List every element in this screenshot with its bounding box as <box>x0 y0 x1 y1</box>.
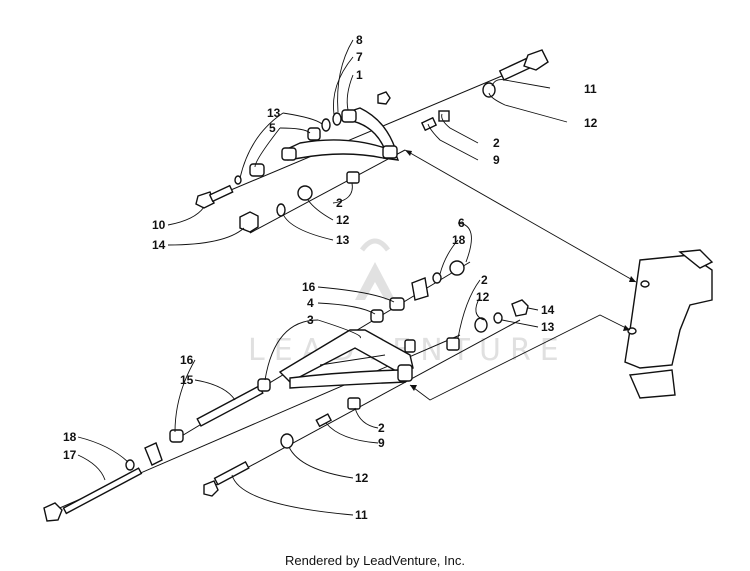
lower-a-arm <box>278 329 416 389</box>
washer-7 <box>332 112 342 126</box>
callout-3: 3 <box>307 313 314 327</box>
washer-18-upper <box>432 272 442 284</box>
washer-13-mid <box>276 203 286 217</box>
plate-lower <box>144 442 163 466</box>
callout-14-lower: 14 <box>541 303 555 317</box>
callout-1: 1 <box>356 68 363 82</box>
callout-12-mid: 12 <box>336 213 350 227</box>
shaft-15 <box>196 385 264 427</box>
bushing-16-upper <box>389 297 405 311</box>
washer-13-upper <box>321 118 331 132</box>
callout-labels: 8 7 1 11 12 13 5 2 9 10 2 12 14 13 6 18 … <box>63 33 598 522</box>
callout-2-upper-b: 2 <box>336 196 343 210</box>
callout-2-upper-a: 2 <box>493 136 500 150</box>
callout-18-lower: 18 <box>63 430 77 444</box>
footer-credit: Rendered by LeadVenture, Inc. <box>285 553 465 568</box>
callout-10: 10 <box>152 218 166 232</box>
washer-12-mid <box>297 185 313 201</box>
washer-12-lower-a <box>474 317 488 333</box>
callout-17: 17 <box>63 448 77 462</box>
callout-12-lower-b: 12 <box>355 471 369 485</box>
callout-2-lower-a: 2 <box>481 273 488 287</box>
frame-bracket <box>624 249 714 399</box>
washer-18-lower <box>125 459 135 471</box>
callout-4: 4 <box>307 296 314 310</box>
assembly-arrows <box>404 149 637 401</box>
nut-8 <box>377 91 391 105</box>
bushing-9-upper <box>420 116 438 132</box>
bushing-2-upper-b <box>346 171 360 184</box>
bushing-16-lower <box>257 378 271 392</box>
callout-12-upper: 12 <box>584 116 598 130</box>
watermark-logo-icon <box>355 238 395 300</box>
bushing-5 <box>307 127 321 141</box>
callout-5: 5 <box>269 121 276 135</box>
callout-12-lower-a: 12 <box>476 290 490 304</box>
callout-13-lower: 13 <box>541 320 555 334</box>
bolt-17 <box>43 467 143 522</box>
callout-8: 8 <box>356 33 363 47</box>
callout-11-lower: 11 <box>355 508 368 522</box>
callout-9-lower: 9 <box>378 436 385 450</box>
callout-13-upper: 13 <box>267 106 281 120</box>
bushing-4 <box>370 309 384 323</box>
bushing-2-lower-a <box>446 337 460 351</box>
callout-16-upper: 16 <box>302 280 316 294</box>
callout-18-upper: 18 <box>452 233 466 247</box>
bolt-11-lower <box>203 460 250 497</box>
bolt-11-upper <box>498 49 549 81</box>
bushing-6 <box>449 260 465 276</box>
bolt-10 <box>195 184 234 209</box>
callout-13-mid: 13 <box>336 233 350 247</box>
washer-small-left <box>234 175 242 185</box>
upper-a-arm <box>281 107 400 161</box>
washer-13-lower <box>493 312 503 324</box>
washer-12-lower-b <box>280 433 294 449</box>
bushing-16-left <box>169 429 184 443</box>
callout-7: 7 <box>356 50 363 64</box>
washer-12-upper <box>482 82 496 98</box>
nut-14-lower <box>511 299 529 317</box>
callout-9-upper: 9 <box>493 153 500 167</box>
leader-lines <box>77 39 568 516</box>
bushing-left-upper <box>249 163 265 177</box>
callout-16-lower: 16 <box>180 353 194 367</box>
callout-15: 15 <box>180 373 194 387</box>
callout-11-upper: 11 <box>584 82 597 96</box>
lower-a-arm-assembly <box>43 260 529 522</box>
bushing-2-lower-b <box>347 397 361 410</box>
bushing-2-upper-a <box>438 110 450 122</box>
plate-upper <box>411 277 429 301</box>
callout-2-lower-b: 2 <box>378 421 385 435</box>
upper-a-arm-assembly <box>195 49 549 234</box>
callout-6: 6 <box>458 216 465 230</box>
bushing-9-lower <box>315 413 333 428</box>
nut-14-upper <box>239 211 259 233</box>
callout-14-upper: 14 <box>152 238 166 252</box>
